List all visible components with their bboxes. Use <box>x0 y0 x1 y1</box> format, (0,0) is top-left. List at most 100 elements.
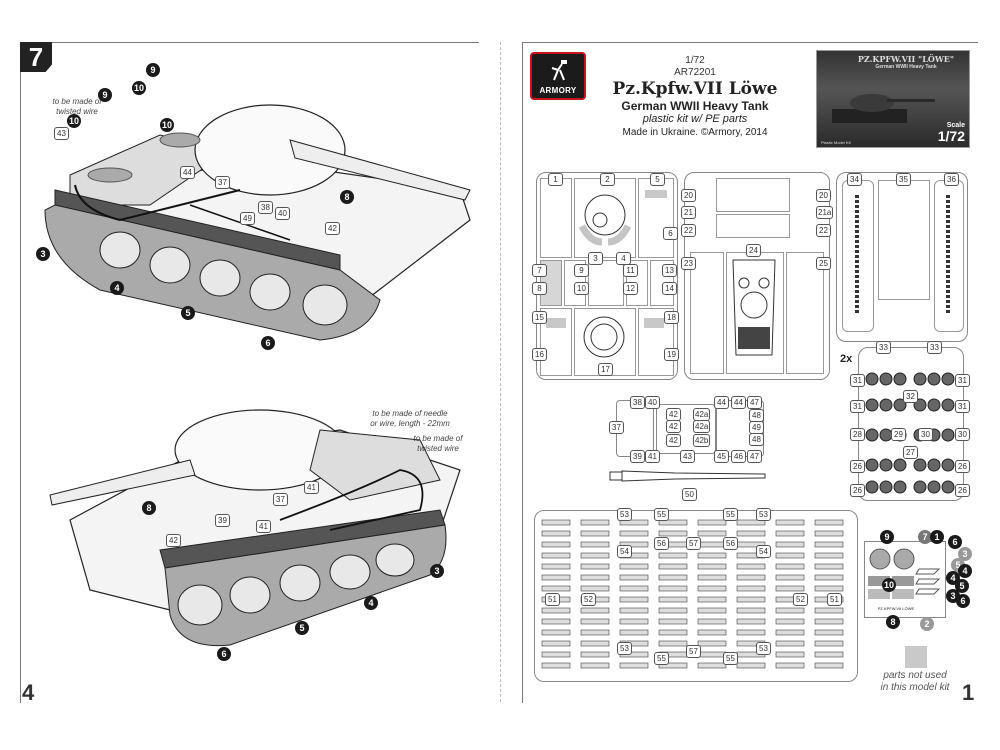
hammer-figure-icon <box>551 60 567 81</box>
part-label-40: 40 <box>645 396 660 409</box>
track-link <box>580 574 610 581</box>
track-link <box>775 541 805 548</box>
road-wheel <box>941 428 955 442</box>
box-art-scale-value: 1/72 <box>937 128 965 144</box>
kit-title: Pz.Kpfw.VII Löwe <box>612 79 778 99</box>
part-label-23: 23 <box>681 257 696 270</box>
track-link <box>658 563 688 570</box>
track-link <box>580 563 610 570</box>
page-number-left: 4 <box>22 680 35 705</box>
track-link <box>580 640 610 647</box>
kit-scale: 1/72 <box>685 55 705 66</box>
track-link <box>775 607 805 614</box>
part-label-33: 33 <box>876 341 891 354</box>
track-link <box>658 662 688 669</box>
part-label-56: 56 <box>723 537 738 550</box>
track-link <box>658 519 688 526</box>
road-wheel <box>927 372 941 386</box>
part-label-46: 46 <box>731 450 746 463</box>
road-wheel <box>865 428 879 442</box>
track-link <box>814 541 844 548</box>
callout-part-5: 5 <box>295 621 309 635</box>
track-link <box>580 618 610 625</box>
road-wheel <box>927 398 941 412</box>
road-wheel <box>913 480 927 494</box>
track-link <box>736 574 766 581</box>
track-link <box>658 530 688 537</box>
track-link <box>541 541 571 548</box>
part-label-33: 33 <box>927 341 942 354</box>
track-link <box>580 552 610 559</box>
track-link <box>736 530 766 537</box>
part-label-42a: 42a <box>693 408 711 421</box>
callout-part-49: 49 <box>240 212 255 225</box>
callout-part-10: 10 <box>132 81 146 95</box>
road-wheel <box>865 372 879 386</box>
callout-part-8: 8 <box>340 190 354 204</box>
road-wheel <box>913 458 927 472</box>
part-label-45: 45 <box>714 450 729 463</box>
armory-logo: ARMORY <box>530 52 586 100</box>
track-link <box>541 552 571 559</box>
track-link <box>619 541 649 548</box>
pe-label-2: 2 <box>920 617 934 631</box>
part-label-41: 41 <box>645 450 660 463</box>
part-label-13: 13 <box>662 264 677 277</box>
track-link <box>814 563 844 570</box>
road-wheel <box>941 480 955 494</box>
track-link <box>580 607 610 614</box>
part-label-31: 31 <box>850 374 865 387</box>
note-needle-wire: to be made of needle or wire, length - 2… <box>370 409 450 428</box>
track-link <box>697 541 727 548</box>
callout-part-6: 6 <box>261 336 275 350</box>
part-label-20: 20 <box>816 189 831 202</box>
track-link <box>619 607 649 614</box>
part-label-36: 36 <box>944 173 959 186</box>
track-link <box>697 585 727 592</box>
road-wheel <box>893 480 907 494</box>
part-label-56: 56 <box>654 537 669 550</box>
unused-parts-legend: parts not used in this model kit <box>880 670 950 693</box>
part-label-53: 53 <box>756 508 771 521</box>
part-label-54: 54 <box>756 545 771 558</box>
callout-part-3: 3 <box>36 247 50 261</box>
callout-part-41: 41 <box>256 520 271 533</box>
callout-part-9: 9 <box>98 88 112 102</box>
road-wheel <box>927 458 941 472</box>
track-link <box>541 530 571 537</box>
part-label-42a: 42a <box>693 420 711 433</box>
part-label-53: 53 <box>617 508 632 521</box>
pe-label-9: 9 <box>880 530 894 544</box>
track-link <box>541 618 571 625</box>
part-label-9: 9 <box>574 264 589 277</box>
track-link <box>619 618 649 625</box>
note-twisted-wire-top: to be made of twisted wire <box>52 97 102 116</box>
unused-part-5 <box>645 190 667 198</box>
callout-part-37: 37 <box>215 176 230 189</box>
part-label-54: 54 <box>617 545 632 558</box>
kit-subtitle: German WWII Heavy Tank <box>621 99 769 113</box>
callout-part-44: 44 <box>180 166 195 179</box>
pe-label-5: 5 <box>955 579 969 593</box>
track-link <box>736 585 766 592</box>
track-link <box>541 662 571 669</box>
part-label-38: 38 <box>630 396 645 409</box>
pe-label-4: 4 <box>958 564 972 578</box>
track-link <box>580 519 610 526</box>
part-label-31: 31 <box>955 400 970 413</box>
track-link <box>775 662 805 669</box>
track-link <box>541 574 571 581</box>
track-link <box>541 651 571 658</box>
track-link <box>658 629 688 636</box>
track-link <box>814 530 844 537</box>
track-link <box>775 574 805 581</box>
pe-fret-parts <box>868 548 941 599</box>
track-link <box>658 552 688 559</box>
track-link <box>541 585 571 592</box>
track-link <box>775 640 805 647</box>
track-link <box>619 585 649 592</box>
track-link <box>697 651 727 658</box>
track-link <box>775 530 805 537</box>
track-link <box>658 640 688 647</box>
tank-silhouette <box>832 94 935 123</box>
